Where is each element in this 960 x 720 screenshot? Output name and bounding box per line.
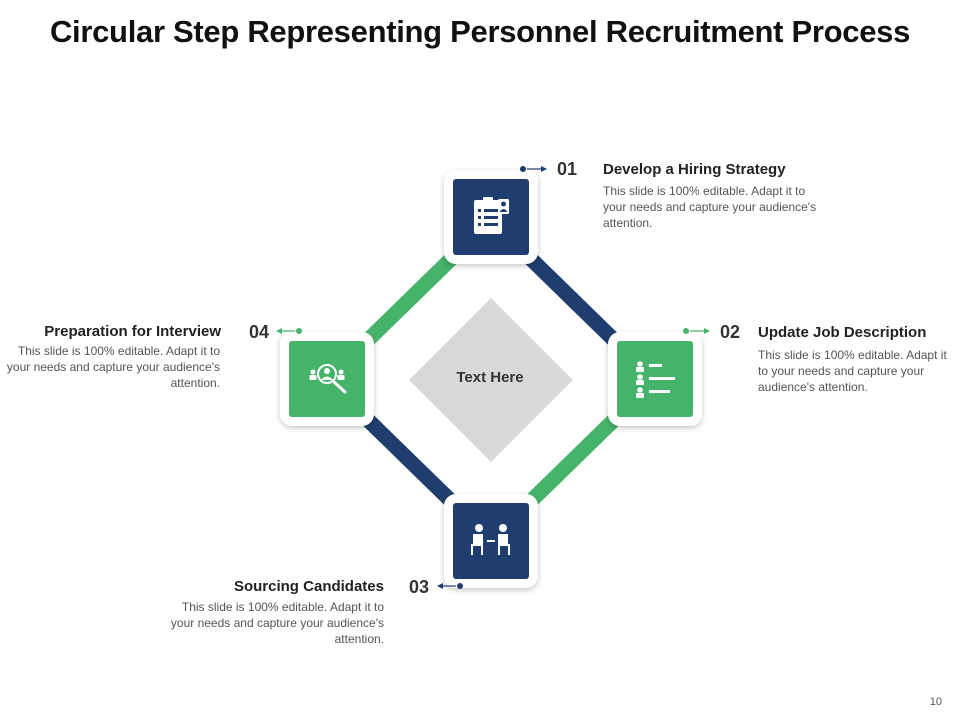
arrow-04 xyxy=(276,328,302,334)
interview-seated-people-icon xyxy=(471,524,510,555)
step-03-number: 03 xyxy=(409,577,430,597)
page-number: 10 xyxy=(929,696,942,708)
center-diamond xyxy=(409,298,573,462)
step-01-number: 01 xyxy=(557,159,578,179)
arrow-03 xyxy=(437,583,463,589)
arrow-02 xyxy=(683,328,710,334)
people-list-icon xyxy=(636,361,675,398)
step-01-description: This slide is 100% editable. Adapt it to… xyxy=(603,184,817,230)
step-04-title: Preparation for Interview xyxy=(44,323,221,340)
step-02-number: 02 xyxy=(720,322,741,342)
center-label: Text Here xyxy=(456,369,524,386)
step-03-title: Sourcing Candidates xyxy=(233,578,384,595)
step-02-box xyxy=(608,332,702,426)
slide-title: Circular Step Representing Personnel Rec… xyxy=(49,14,911,49)
step-02-description: This slide is 100% editable. Adapt it to… xyxy=(758,348,947,394)
step-03-box xyxy=(444,494,538,588)
step-02-title: Update Job Description xyxy=(758,324,927,341)
step-04-box xyxy=(280,332,374,426)
search-candidates-icon xyxy=(309,364,347,394)
step-04-description: This slide is 100% editable. Adapt it to… xyxy=(6,344,220,390)
step-03-description: This slide is 100% editable. Adapt it to… xyxy=(170,600,384,646)
step-01-box xyxy=(444,170,538,264)
step-04-number: 04 xyxy=(249,322,270,342)
step-01-title: Develop a Hiring Strategy xyxy=(603,161,786,178)
arrow-01 xyxy=(520,166,547,172)
clipboard-checklist-icon xyxy=(474,197,509,234)
